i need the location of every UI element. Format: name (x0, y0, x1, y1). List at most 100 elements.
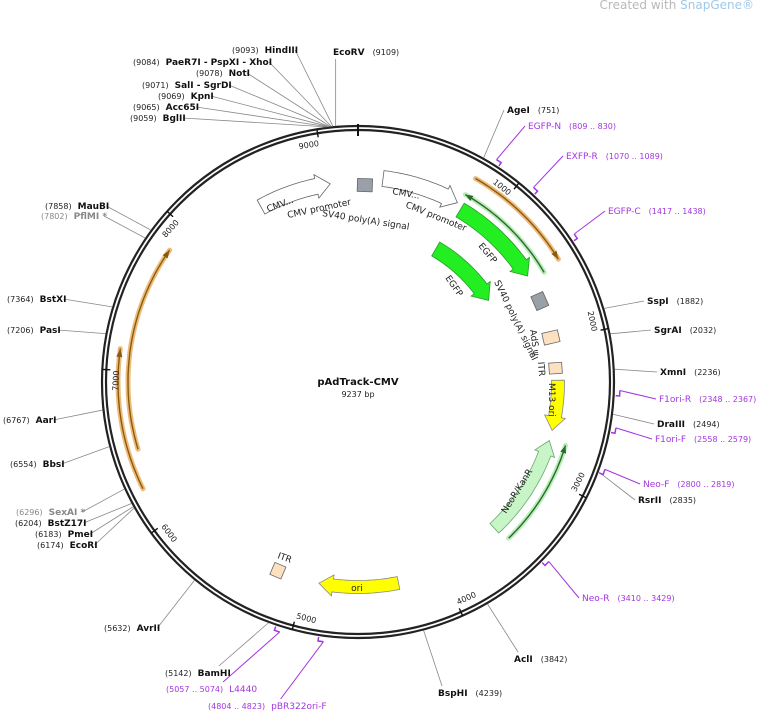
watermark-prefix: Created with (599, 0, 677, 12)
site-position: (9059) (130, 114, 157, 123)
green-orf-arc-1 (464, 193, 545, 273)
site-label: (6554)BbsI (10, 460, 65, 470)
primer-range: (2558 .. 2579) (694, 435, 751, 444)
primer-f1ori-r: F1ori-R(2348 .. 2367) (615, 390, 756, 405)
site-leader-line (81, 488, 125, 513)
site-rsrii: RsrII(2835) (598, 471, 696, 506)
site-name: BamHI (198, 669, 231, 679)
site-position: (6183) (35, 530, 62, 539)
site-position: (6296) (16, 508, 43, 517)
primer-exfp-r: EXFP-R(1070 .. 1089) (532, 152, 663, 195)
tick-1000 (513, 182, 520, 190)
site-label: (9069)KpnI (158, 92, 214, 102)
primer-leader-line (619, 390, 657, 400)
orange-orf-arc-3 (117, 348, 144, 490)
primer-label: Neo-F(2800 .. 2819) (643, 480, 735, 490)
orange-orf-arc-1 (475, 177, 559, 260)
primer-label: EGFP-C(1417 .. 1438) (608, 207, 706, 217)
site-position: (7206) (7, 326, 34, 335)
green-orf-arc-1-glow (462, 192, 547, 275)
site-pmei: (6183)PmeI (35, 506, 134, 540)
tick-4000 (458, 608, 464, 616)
site-draiii: DraIII(2494) (612, 413, 720, 430)
primer-name: Neo-R (582, 594, 609, 604)
site-label: RsrII(2835) (638, 496, 696, 506)
site-leader-line (604, 300, 645, 309)
site-name: AvrII (137, 624, 161, 634)
tick-5000 (291, 621, 296, 630)
primer-binding-mark (532, 186, 539, 195)
site-leader-line (483, 109, 505, 158)
primer-range: (809 .. 830) (569, 122, 616, 131)
site-position: (9084) (133, 58, 160, 67)
primer-label: F1ori-F(2558 .. 2579) (655, 435, 751, 445)
neor-kanr-arrow (489, 439, 556, 534)
m13-ori-label: M13 ori (546, 383, 556, 417)
site-label: (9065) Acc65I (133, 103, 199, 113)
site-leader-line (53, 409, 103, 421)
site-label: XmnI(2236) (660, 368, 721, 378)
primer-label: (4804 .. 4823)pBR322ori-F (208, 702, 327, 712)
site-name: BstXI (40, 295, 67, 305)
site-acc65i: (9065) Acc65I (133, 103, 329, 128)
primer-label: EGFP-N(809 .. 830) (528, 122, 616, 132)
site-name: XmnI (660, 368, 686, 378)
site-leader-line (228, 84, 330, 128)
primer-range: (2348 .. 2367) (699, 395, 756, 404)
site-position: (5632) (104, 624, 131, 633)
site-maubi: (7858)MauBI (45, 202, 151, 231)
site-avrii: (5632) AvrII (104, 580, 195, 634)
site-position: (9071) (142, 81, 169, 90)
site-position: (9093) (232, 46, 259, 55)
primer-leader-line (604, 468, 641, 485)
site-position: (6767) (3, 416, 30, 425)
site-position: (7364) (7, 295, 34, 304)
site-leader-line (598, 471, 636, 501)
primer-label: Neo-R (3410 .. 3429) (582, 594, 675, 604)
itr-box-2 (269, 561, 287, 580)
site-position: (9065) (133, 103, 160, 112)
tick-3000 (578, 493, 587, 499)
site-leader-line (196, 106, 329, 128)
site-label: (6183)PmeI (35, 530, 93, 540)
site-position: (3842) (541, 655, 568, 664)
site-name: MauBI (78, 202, 110, 212)
ori-label: ori (351, 584, 363, 594)
primer-egfp-c: EGFP-C(1417 .. 1438) (573, 207, 706, 242)
site-leader-line (612, 413, 655, 425)
sv40-label-1: SV40 poly(A) signal (322, 209, 410, 233)
orange-orf-arc-2-glow (125, 247, 173, 452)
primer-range: (1070 .. 1089) (606, 152, 663, 161)
primer-name: Neo-F (643, 480, 669, 490)
site-position: (2032) (690, 326, 717, 335)
site-leader-line (83, 503, 132, 524)
site-label: (9093)HindIII (232, 46, 298, 56)
primer-egfp-n: EGFP-N(809 .. 830) (496, 122, 616, 167)
watermark-brand: SnapGene® (680, 0, 754, 12)
site-label: (7206) PasI (7, 326, 61, 336)
site-leader-line (218, 622, 269, 667)
orange-orf-arc-2 (127, 249, 171, 450)
site-leader-line (610, 329, 652, 335)
primer-binding-mark (610, 427, 617, 435)
site-label: (5632) AvrII (104, 624, 160, 634)
site-leader-line (57, 329, 106, 335)
site-name: PasI (40, 326, 61, 336)
site-name: Acc65I (166, 103, 200, 113)
primer-neo-f: Neo-F(2800 .. 2819) (599, 468, 735, 490)
site-name: SexAI * (49, 508, 86, 518)
site-name: BglII (163, 114, 186, 124)
primer-binding-mark (573, 233, 579, 242)
tick-label: 2000 (586, 310, 599, 332)
site-bstxi: (7364) BstXI (7, 295, 113, 308)
primer-range: (3410 .. 3429) (617, 594, 674, 603)
site-leader-line (94, 507, 135, 546)
site-label: (6767)AarI (3, 416, 56, 426)
site-label: (9084)PaeR7I - PspXI - XhoI (133, 58, 272, 68)
sv40-polya-box-2 (530, 291, 550, 312)
site-name: PflMI * (74, 212, 108, 222)
site-name: BbsI (43, 460, 65, 470)
itr-label-1: ITR (535, 362, 546, 377)
site-position: (6204) (15, 519, 42, 528)
primer-leader-line (615, 427, 653, 440)
